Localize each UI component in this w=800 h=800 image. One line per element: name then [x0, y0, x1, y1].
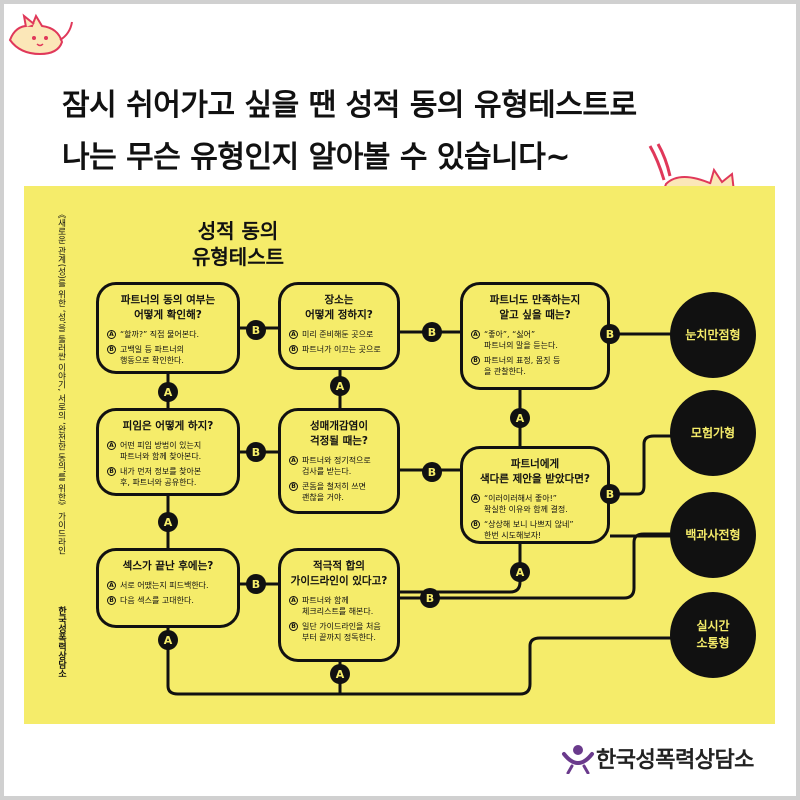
option-a-text: 파트너와 함께 체크리스트를 해본다.: [302, 596, 374, 616]
cat-top-left-icon: [8, 13, 73, 56]
option-a: A 서로 어땠는지 피드백한다.: [107, 580, 229, 591]
question-card-consent-check: 파트너의 동의 여부는 어떻게 확인해? A “할까?” 직접 물어본다. B 고백…: [96, 282, 240, 374]
connector-a-q7-result: A: [158, 630, 178, 650]
option-a: A “할까?” 직접 물어본다.: [107, 329, 229, 340]
question-title: 적극적 합의 가이드라인이 있다고?: [290, 560, 388, 587]
option-a: A “이러이러해서 좋아!” 확실한 이유와 함께 결정.: [471, 493, 599, 515]
option-b: B 일단 가이드라인을 처음 부터 끝까지 정독한다.: [289, 621, 389, 643]
question-card-sti: 성매개감염이 걱정될 때는? A 파트너와 정기적으로 검사를 받는다. B 콘돔을…: [278, 408, 400, 514]
question-title: 파트너에게 색다른 제안을 받았다면?: [479, 458, 590, 485]
question-title: 성매개감염이 걱정될 때는?: [309, 420, 369, 447]
option-b-mark: B: [289, 345, 298, 354]
poster-title: 성적 동의 유형테스트: [192, 219, 284, 269]
connector-b-q8-result: B: [420, 588, 440, 608]
question-title: 피임은 어떻게 하지?: [122, 420, 214, 432]
question-card-after-sex: 섹스가 끝난 후에는? A 서로 어땠는지 피드백한다. B 다음 섹스를 고대한다…: [96, 548, 240, 628]
headline-line-2: 나는 무슨 유형인지 알아볼 수 있습니다~: [62, 140, 570, 175]
question-title: 파트너도 만족하는지 알고 싶을 때는?: [489, 294, 581, 321]
question-card-contraception: 피임은 어떻게 하지? A 어떤 피임 방법이 있는지 파트너와 함께 찾아본다.…: [96, 408, 240, 496]
connector-a-q2-q5: A: [330, 376, 350, 396]
option-b-mark: B: [107, 596, 116, 605]
connector-b-q5-q6: B: [422, 462, 442, 482]
option-b: B 콘돔을 철저히 쓰면 괜찮을 거야.: [289, 481, 389, 503]
result-encyclopedia-type: 백과사전형: [670, 492, 756, 578]
side-organization: 한국성폭력상담소: [56, 606, 66, 678]
connector-b-q4-q5: B: [246, 442, 266, 462]
option-b-mark: B: [471, 356, 480, 365]
option-a-text: 서로 어땠는지 피드백한다.: [120, 581, 209, 590]
option-a-mark: A: [289, 330, 298, 339]
result-nunchi-type: 눈치만점형: [670, 292, 756, 378]
option-b: B 파트너가 이끄는 곳으로: [289, 344, 389, 355]
question-card-place: 장소는 어떻게 정하지? A 미리 준비해둔 곳으로 B 파트너가 이끄는 곳으로: [278, 282, 400, 370]
option-b-mark: B: [107, 345, 116, 354]
option-b: B 다음 섹스를 고대한다.: [107, 595, 229, 606]
organization-logo-icon: [562, 745, 594, 774]
option-b-text: 파트너의 표정, 몸짓 등 을 관찰한다.: [484, 356, 561, 376]
flowchart-poster: 성적 동의 유형테스트 《새로운 관계(성)를 위한 ‘성’을 둘러싼 이야기,…: [24, 186, 775, 724]
option-a-text: 미리 준비해둔 곳으로: [302, 330, 374, 339]
option-a: A 어떤 피임 방법이 있는지 파트너와 함께 찾아본다.: [107, 440, 229, 462]
option-a: A 미리 준비해둔 곳으로: [289, 329, 389, 340]
question-card-partner-satisfaction: 파트너도 만족하는지 알고 싶을 때는? A “좋아”, “싫어” 파트너의 말을…: [460, 282, 610, 390]
result-adventurer-type: 모험가형: [670, 390, 756, 476]
option-b-text: 고백일 등 파트너의 행동으로 확인한다.: [120, 345, 184, 365]
connector-a-q8-result: A: [330, 664, 350, 684]
connector-a-q1-q4: A: [158, 382, 178, 402]
option-b-mark: B: [289, 482, 298, 491]
connector-lines: [166, 326, 724, 696]
option-b-mark: B: [471, 520, 480, 529]
option-a-mark: A: [107, 581, 116, 590]
option-a-mark: A: [471, 330, 480, 339]
option-b-mark: B: [289, 622, 298, 631]
headline-line-1: 잠시 쉬어가고 싶을 땐 성적 동의 유형테스트로: [62, 88, 637, 123]
organization-name: 한국성폭력상담소: [596, 748, 754, 773]
brand-logo: 한국성폭력상담소: [560, 742, 754, 774]
connector-b-q7-q8: B: [246, 574, 266, 594]
connector-a-q4-q7: A: [158, 512, 178, 532]
side-caption: 《새로운 관계(성)를 위한 ‘성’을 둘러싼 이야기, 서로의 ‘완전한 동의…: [56, 210, 66, 555]
option-a: A 파트너와 정기적으로 검사를 받는다.: [289, 455, 389, 477]
option-a-text: 파트너와 정기적으로 검사를 받는다.: [302, 456, 371, 476]
result-realtime-communication-type: 실시간 소통형: [670, 592, 756, 678]
option-b-text: 일단 가이드라인을 처음 부터 끝까지 정독한다.: [302, 622, 381, 642]
option-b-text: 파트너가 이끄는 곳으로: [302, 345, 381, 354]
option-a-mark: A: [107, 441, 116, 450]
option-b-text: “상상해 보니 나쁘지 않네” 한번 시도해보자!: [484, 520, 574, 540]
connector-b-q1-q2: B: [246, 320, 266, 340]
option-b: B “상상해 보니 나쁘지 않네” 한번 시도해보자!: [471, 519, 599, 541]
connector-a-q3-q6: A: [510, 408, 530, 428]
option-a-text: “좋아”, “싫어” 파트너의 말을 듣는다.: [484, 330, 558, 350]
option-a-text: “이러이러해서 좋아!” 확실한 이유와 함께 결정.: [484, 494, 568, 514]
question-title: 장소는 어떻게 정하지?: [305, 294, 373, 321]
option-b: B 내가 먼저 정보를 찾아본 후, 파트너와 공유한다.: [107, 466, 229, 488]
option-a-mark: A: [471, 494, 480, 503]
option-b: B 파트너의 표정, 몸짓 등 을 관찰한다.: [471, 355, 599, 377]
option-a-text: 어떤 피임 방법이 있는지 파트너와 함께 찾아본다.: [120, 441, 202, 461]
option-a-mark: A: [289, 456, 298, 465]
connector-b-q3-result: B: [600, 324, 620, 344]
question-title: 파트너의 동의 여부는 어떻게 확인해?: [120, 294, 216, 321]
option-a-mark: A: [289, 596, 298, 605]
connector-b-q6-result: B: [600, 484, 620, 504]
connector-b-q2-q3: B: [422, 322, 442, 342]
connector-a-q6-result: A: [510, 562, 530, 582]
option-b: B 고백일 등 파트너의 행동으로 확인한다.: [107, 344, 229, 366]
option-b-text: 콘돔을 철저히 쓰면 괜찮을 거야.: [302, 482, 366, 502]
option-a-text: “할까?” 직접 물어본다.: [120, 330, 200, 339]
option-b-mark: B: [107, 467, 116, 476]
option-b-text: 내가 먼저 정보를 찾아본 후, 파트너와 공유한다.: [120, 467, 202, 487]
question-title: 섹스가 끝난 후에는?: [122, 560, 214, 572]
option-a: A “좋아”, “싫어” 파트너의 말을 듣는다.: [471, 329, 599, 351]
question-card-new-proposal: 파트너에게 색다른 제안을 받았다면? A “이러이러해서 좋아!” 확실한 이유…: [460, 446, 610, 544]
option-b-text: 다음 섹스를 고대한다.: [120, 596, 194, 605]
option-a: A 파트너와 함께 체크리스트를 해본다.: [289, 595, 389, 617]
option-a-mark: A: [107, 330, 116, 339]
